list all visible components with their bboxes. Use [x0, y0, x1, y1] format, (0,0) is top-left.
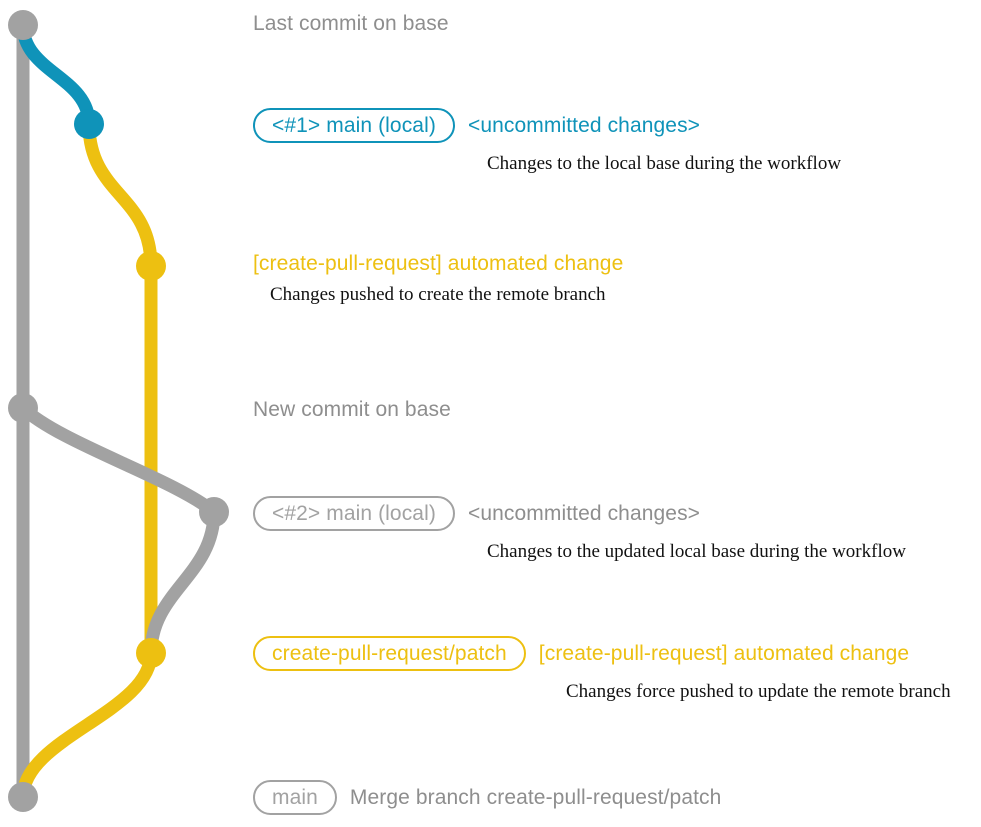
branch-pill-create-pull-request-patch[interactable]: create-pull-request/patch	[253, 636, 526, 671]
branch-pill-main-local-2[interactable]: <#2> main (local)	[253, 496, 455, 531]
commit-note: Changes force pushed to update the remot…	[566, 681, 951, 702]
commit-row-last-commit-on-base: Last commit on base	[253, 13, 449, 34]
commit-subject: Last commit on base	[253, 12, 449, 35]
node-base-new-commit	[8, 393, 38, 423]
commit-subject: <uncommitted changes>	[467, 114, 701, 137]
edge-base-to-local-2	[16, 401, 221, 519]
row-head: New commit on base	[253, 399, 451, 420]
commit-note: Changes to the updated local base during…	[487, 541, 906, 562]
commit-subject: <uncommitted changes>	[467, 502, 701, 525]
branch-pill-main[interactable]: main	[253, 780, 337, 815]
commit-row-automated-change-1: [create-pull-request] automated change C…	[253, 253, 623, 304]
node-remote-commit-2	[136, 638, 166, 668]
row-head: <#2> main (local) <uncommitted changes>	[253, 496, 906, 531]
commit-subject: New commit on base	[253, 398, 451, 421]
commit-row-automated-change-2: create-pull-request/patch [create-pull-r…	[253, 636, 951, 701]
row-head: [create-pull-request] automated change	[253, 253, 623, 274]
row-head: create-pull-request/patch [create-pull-r…	[253, 636, 951, 671]
commit-subject: Merge branch create-pull-request/patch	[349, 786, 722, 809]
commit-subject: [create-pull-request] automated change	[538, 642, 910, 665]
commit-row-merge-commit: main Merge branch create-pull-request/pa…	[253, 780, 721, 815]
commit-row-local-change-1: <#1> main (local) <uncommitted changes> …	[253, 108, 841, 173]
node-remote-commit-1	[136, 251, 166, 281]
graph-nodes	[8, 10, 229, 812]
row-head: <#1> main (local) <uncommitted changes>	[253, 108, 841, 143]
commit-note: Changes to the local base during the wor…	[487, 153, 842, 174]
edge-remote-2-to-merge	[16, 646, 158, 804]
row-head: Last commit on base	[253, 13, 449, 34]
node-base-head	[8, 10, 38, 40]
commit-subject: [create-pull-request] automated change	[253, 252, 624, 275]
node-base-merge	[8, 782, 38, 812]
row-head: main Merge branch create-pull-request/pa…	[253, 780, 721, 815]
commit-row-local-change-2: <#2> main (local) <uncommitted changes> …	[253, 496, 906, 561]
node-local-commit-2	[199, 497, 229, 527]
commit-row-new-commit-on-base: New commit on base	[253, 399, 451, 420]
commit-note: Changes pushed to create the remote bran…	[270, 284, 606, 305]
node-local-commit-1	[74, 109, 104, 139]
branch-pill-main-local-1[interactable]: <#1> main (local)	[253, 108, 455, 143]
edge-local-2-to-remote-2	[144, 505, 221, 660]
edge-local-1-to-remote-1	[82, 117, 158, 273]
